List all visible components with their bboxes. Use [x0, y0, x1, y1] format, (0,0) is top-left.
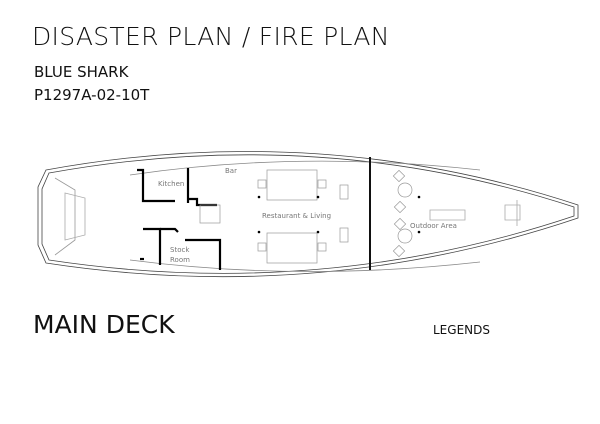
plan-code: P1297A-02-10T	[34, 86, 150, 104]
room-label-bar: Bar	[225, 167, 237, 175]
room-label-kitchen: Kitchen	[158, 180, 184, 188]
deck-name: MAIN DECK	[33, 310, 175, 339]
pillars	[257, 195, 421, 234]
hull-outline	[37, 151, 579, 278]
room-label-stock: Stock	[170, 246, 190, 254]
room-label-restaurant: Restaurant & Living	[262, 212, 331, 220]
room-label-outdoor: Outdoor Area	[410, 222, 457, 230]
furniture	[199, 169, 413, 264]
legends-heading: LEGENDS	[433, 323, 490, 337]
walls	[137, 168, 222, 270]
page-title: DISASTER PLAN / FIRE PLAN	[32, 22, 390, 51]
room-label-room: Room	[170, 256, 190, 264]
vessel-name: BLUE SHARK	[34, 63, 129, 81]
